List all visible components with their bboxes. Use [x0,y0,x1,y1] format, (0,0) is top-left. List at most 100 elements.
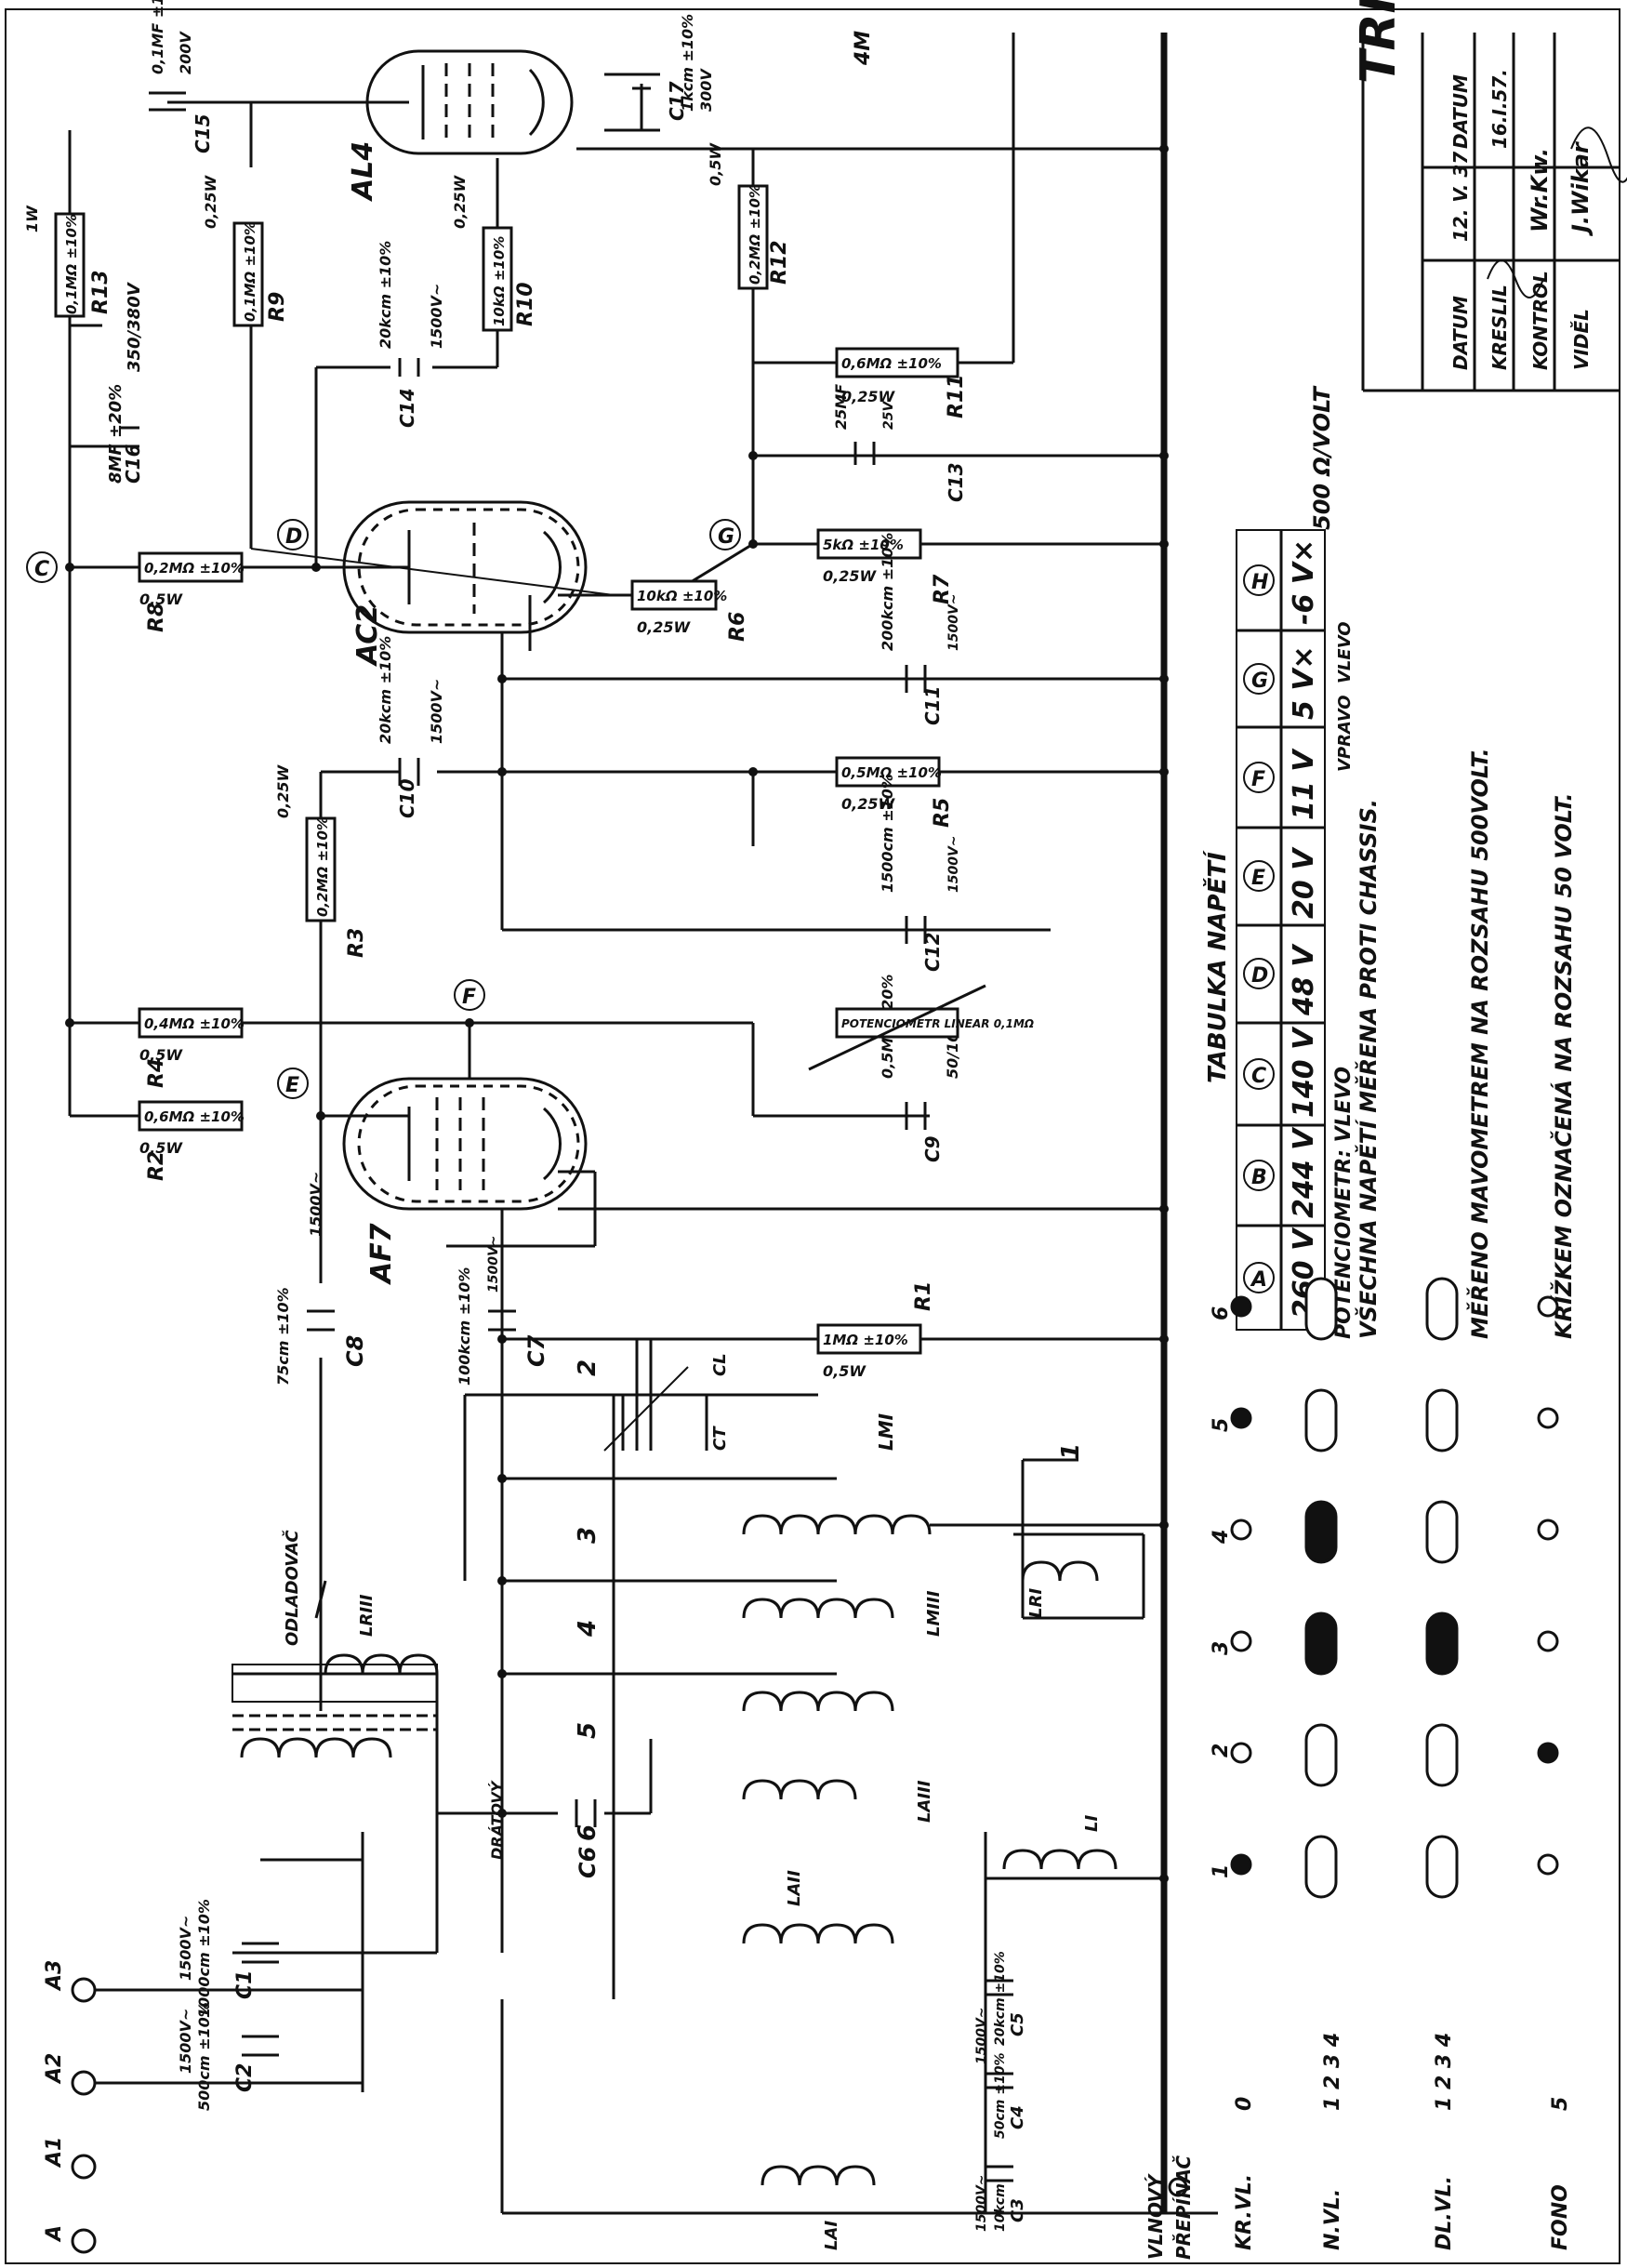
table-val-g: 5 V× [1288,645,1320,720]
term-a1: A1 [43,2137,66,2169]
resistor-r7: 5kΩ ±10% R7 0,25W [816,528,954,604]
resistor-r1: 1MΩ ±10% R1 0,5W [816,1281,935,1380]
ref-c16: C16 [122,444,144,484]
node-c: C [34,558,49,581]
svg-text:CL: CL [710,1353,730,1376]
capacitor-c7: 100kcm ±10% 1500V~ C7 [456,1235,549,1386]
coil-li [1002,1849,1118,1870]
ref-c8: C8 [342,1335,368,1367]
sheet-border [5,8,1620,2264]
svg-text:1 2 3 4: 1 2 3 4 [1321,2033,1344,2111]
tb-label-videl: VIDĚL [1570,309,1593,370]
ref-c14: C14 [396,388,418,428]
svg-text:1kcm ±10%: 1kcm ±10% [679,14,696,112]
svg-text:2: 2 [1210,1744,1233,1757]
svg-text:0,2MΩ ±10%: 0,2MΩ ±10% [314,816,331,917]
row-label-krvl: KR.VL. [1233,2174,1256,2250]
ref-r12: R12 [768,240,791,285]
tb-signature-videl: J.Wikar [1567,140,1594,236]
coil-lai [761,2165,876,2186]
svg-text:0,6MΩ ±10%: 0,6MΩ ±10% [144,1108,245,1125]
svg-text:0,2MΩ ±10%: 0,2MΩ ±10% [747,184,763,285]
trimmers: CT CL [603,1339,730,1452]
coil-lriii [324,1653,439,1675]
svg-text:200kcm ±10%: 200kcm ±10% [879,533,896,651]
switch-numbers: 6 5 4 3 2 1 [574,1359,1085,1841]
ref-c12: C12 [921,932,944,972]
antenna-terminals: A3 A2 A1 A [43,1960,363,2254]
resistor-r5: 0,5MΩ ±10% R5 0,25W [835,756,954,828]
capacitor-c13: 25MF 25V C13 [832,384,967,502]
svg-text:0,5W: 0,5W [707,142,724,186]
svg-text:3: 3 [1210,1641,1233,1655]
node-labels: C D G E F [26,519,741,1099]
svg-text:10kcm: 10kcm [993,2183,1008,2232]
table-val-e: 20 V [1288,846,1320,919]
capacitor-c3: 10kcm 1500V~ C3 [974,2165,1027,2232]
ref-c3: C3 [1008,2198,1027,2222]
ref-r8: R8 [145,603,168,632]
svg-text:LRIII: LRIII [357,1594,377,1637]
table-note-pot-right-b: VLEVO [1335,621,1355,683]
svg-text:5: 5 [1210,1418,1233,1432]
resistor-r12: 0,2MΩ ±10% R12 0,5W [707,142,791,290]
svg-text:LI: LI [1082,1815,1102,1832]
table-val-c: 140 V [1288,1026,1320,1118]
ref-c13: C13 [945,462,967,502]
node-f: F [462,986,476,1009]
resistor-r6: 10kΩ ±10% R6 0,25W [630,579,749,642]
ref-c10: C10 [396,778,418,818]
svg-text:50cm ±10%: 50cm ±10% [993,2053,1008,2139]
row-label-dlvl: DL.VL. [1433,2176,1456,2250]
table-note-line1: VŠECHNA NAPĚTÍ MĚŘENA PROTI CHASSIS. [1354,799,1382,1339]
resistor-r2: 0,6MΩ ±10% R2 0,5W [138,1100,245,1181]
svg-text:4: 4 [574,1620,602,1638]
svg-text:10kΩ ±10%: 10kΩ ±10% [491,236,508,326]
coil-laii [742,1923,894,1944]
resistor-r9: 0,1MΩ ±10% R9 0,25W [202,175,289,327]
table-scale: 500 Ω/VOLT [1309,386,1335,530]
table-col-f: F [1251,768,1265,791]
svg-text:LAIII: LAIII [915,1780,934,1823]
ref-r7: R7 [931,574,954,604]
potentiometer: POTENCIOMETR LINEAR 0,1MΩ [808,984,1034,1071]
ref-c4: C4 [1008,2105,1027,2129]
resistor-r4: 0,4MΩ ±10% R4 0,5W [138,1007,245,1088]
ref-c5: C5 [1008,2012,1027,2036]
tube-af7: AF7 [342,1077,588,1285]
node-d: D [285,525,302,549]
svg-text:1500V~: 1500V~ [428,679,445,744]
ref-r10: R10 [514,282,537,326]
svg-text:3: 3 [574,1527,602,1544]
svg-text:1500V~: 1500V~ [486,1235,501,1293]
table-val-d: 48 V [1288,943,1320,1016]
ref-c1: C1 [233,1970,257,1999]
svg-text:1500V~: 1500V~ [974,2007,989,2064]
svg-text:6: 6 [1210,1306,1233,1320]
capacitor-c8: 75cm ±10% 1500V~ C8 [274,1172,368,1386]
group-label-prepinac: PŘEPÍNAČ [1172,2155,1195,2260]
capacitor-c2: 500cm ±10% 1500V~ C2 [177,2002,279,2111]
capacitor-c5: 20kcm ±10% C5 [985,1951,1027,2046]
ref-c11: C11 [921,685,944,725]
svg-text:LMIII: LMIII [924,1590,944,1637]
coil-laiii [742,1779,857,1800]
svg-text:0,5W: 0,5W [139,1139,183,1157]
title-fragment: TRIU [1351,0,1407,84]
svg-text:0,25W: 0,25W [823,567,877,585]
tube-al4: AL4 [347,49,574,202]
svg-text:25MF: 25MF [832,384,850,430]
svg-text:20kcm ±10%: 20kcm ±10% [377,241,394,349]
svg-text:POTENCIOMETR LINEAR 0,1MΩ: POTENCIOMETR LINEAR 0,1MΩ [841,1017,1034,1030]
svg-text:10kΩ ±10%: 10kΩ ±10% [637,588,727,604]
svg-text:0,25W: 0,25W [451,175,469,229]
ref-c6: C6 [575,1847,601,1878]
table-col-g: G [1251,670,1268,693]
dratovy-label: DRÁTOVÝ [488,1780,506,1860]
ref-r11: R11 [945,374,968,418]
svg-text:1500V~: 1500V~ [177,1916,194,1981]
svg-text:4: 4 [1210,1530,1233,1545]
svg-text:5: 5 [574,1722,602,1739]
resistor-r3: 0,2MΩ ±10% R3 0,25W [274,764,368,958]
